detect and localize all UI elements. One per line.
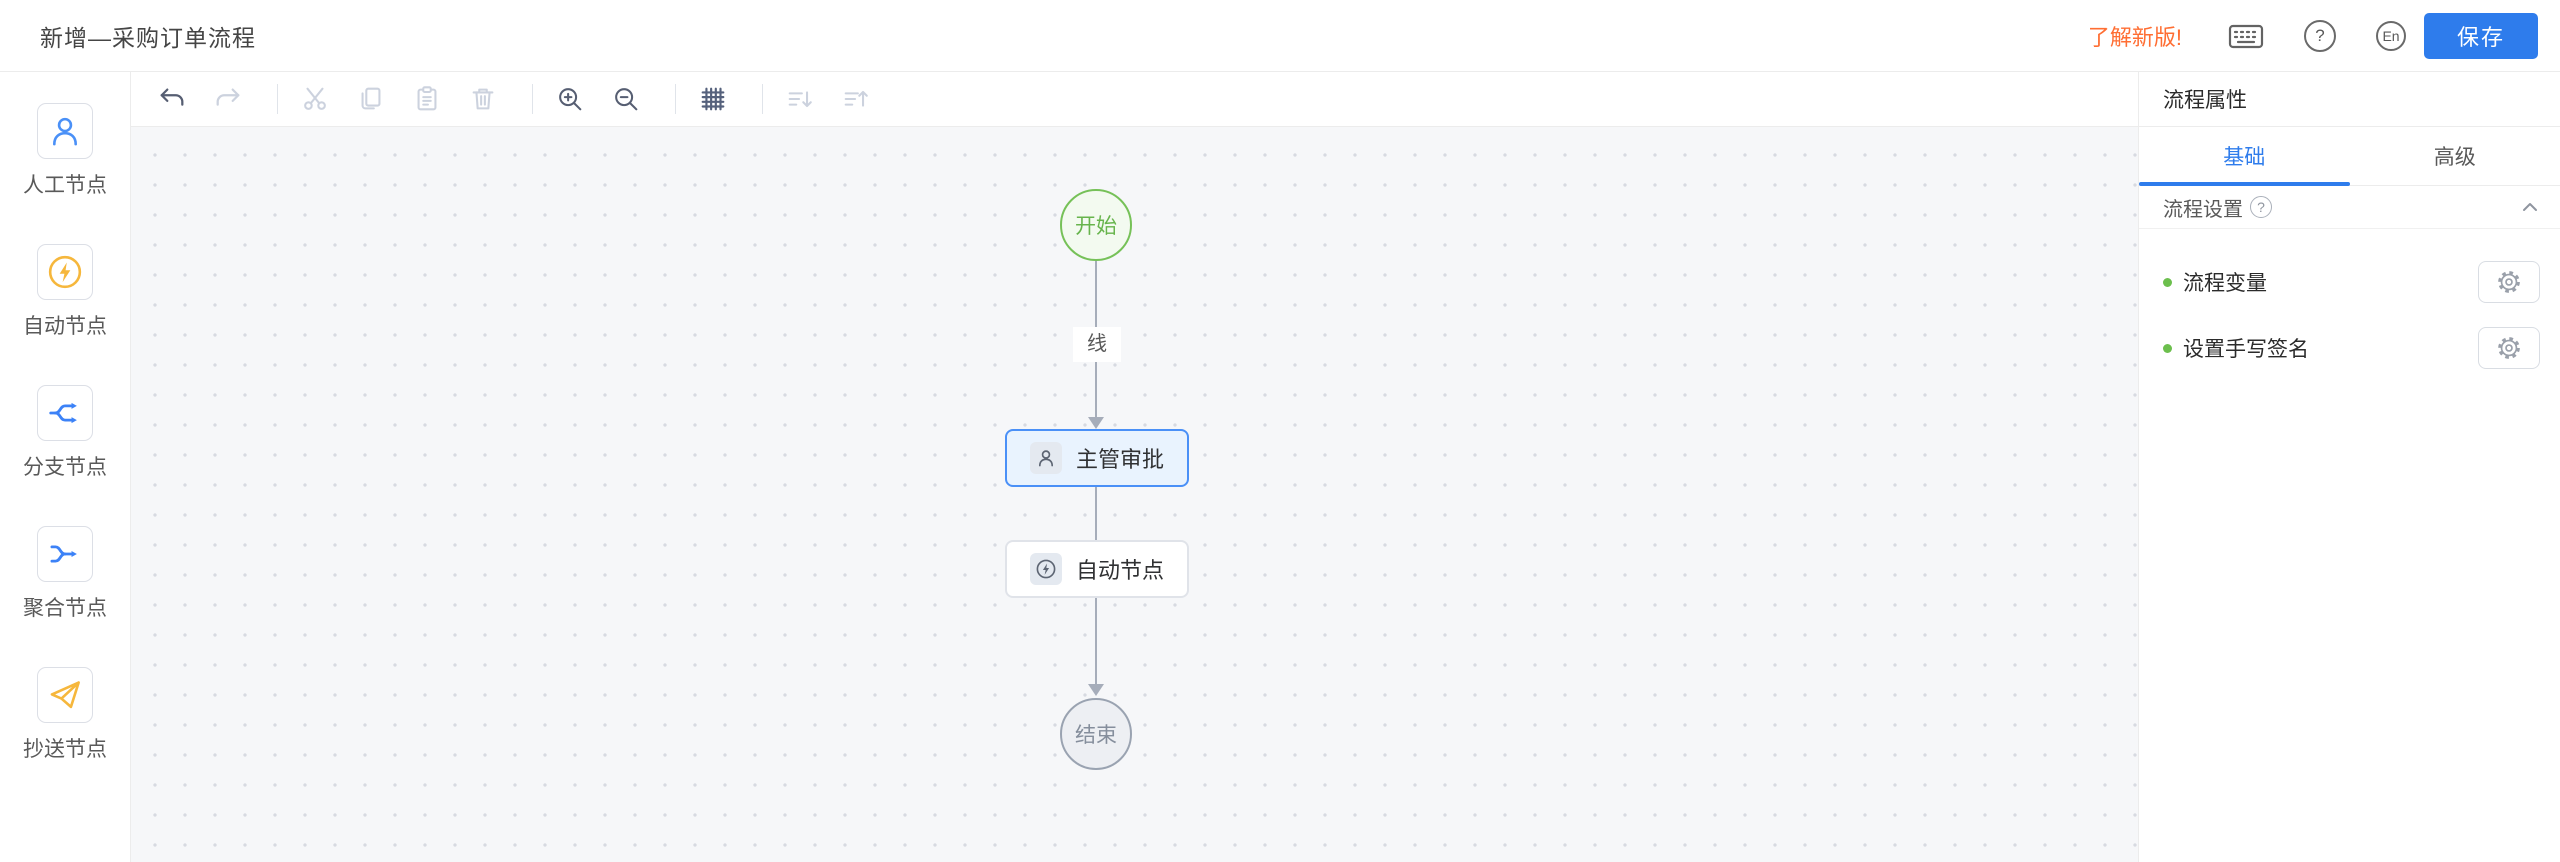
- sort-down-icon: [788, 91, 812, 108]
- zoom-in-button[interactable]: [555, 84, 585, 114]
- gear-icon: [2498, 271, 2520, 293]
- edge-label[interactable]: 线: [1073, 327, 1121, 362]
- toolbar-divider: [277, 84, 278, 114]
- save-button[interactable]: 保存: [2424, 12, 2538, 59]
- flow-edge-approval-auto: [1095, 487, 1097, 540]
- chevron-up-icon[interactable]: [2520, 200, 2540, 214]
- sort-down-button[interactable]: [785, 84, 815, 114]
- sort-up-button[interactable]: [841, 84, 871, 114]
- toolbar-divider: [532, 84, 533, 114]
- editor-main: 开始 线 主管审批 自动节点 结束: [131, 72, 2138, 862]
- question-circle-icon: ?: [2304, 19, 2336, 52]
- flow-node-start[interactable]: 开始: [1060, 189, 1132, 261]
- arrowhead-icon: [1088, 417, 1104, 429]
- flow-node-approval[interactable]: 主管审批: [1005, 429, 1189, 487]
- toolbar-divider: [762, 84, 763, 114]
- zoom-in-icon: [559, 88, 582, 111]
- section-title: 流程设置: [2163, 198, 2243, 221]
- keyboard-shortcuts-button[interactable]: [2228, 21, 2264, 51]
- person-icon: [53, 117, 77, 146]
- trash-icon: [472, 88, 494, 110]
- start-node-label: 开始: [1075, 215, 1117, 238]
- palette-item-cc-node[interactable]: 抄送节点: [23, 667, 107, 763]
- paste-button[interactable]: [412, 84, 442, 114]
- palette-item-auto-node[interactable]: 自动节点: [23, 244, 107, 340]
- canvas-toolbar: [131, 72, 2138, 127]
- help-button[interactable]: ?: [2304, 19, 2336, 52]
- node-palette: 人工节点 自动节点 分支节点: [0, 72, 131, 862]
- gear-icon: [2498, 337, 2520, 359]
- lightning-circle-icon: [48, 255, 82, 289]
- top-bar: 新增—采购订单流程 了解新版! ? En 保存: [0, 0, 2560, 72]
- paste-icon: [417, 86, 437, 111]
- auto-node-label: 自动节点: [1075, 558, 1164, 583]
- copy-button[interactable]: [356, 84, 386, 114]
- bullet-icon: [2163, 343, 2172, 353]
- cut-icon: [304, 87, 326, 110]
- undo-icon: [160, 88, 184, 106]
- page-title: 新增—采购订单流程: [40, 24, 256, 51]
- bullet-icon: [2163, 277, 2172, 287]
- palette-item-merge-node[interactable]: 聚合节点: [23, 526, 107, 622]
- panel-item-list: 流程变量 设置手写签名: [2139, 229, 2560, 381]
- merge-icon: [50, 545, 77, 563]
- grid-toggle-button[interactable]: [698, 84, 728, 114]
- flow-node-end[interactable]: 结束: [1060, 698, 1132, 770]
- flow-canvas[interactable]: 开始 线 主管审批 自动节点 结束: [131, 127, 2138, 862]
- panel-title: 流程属性: [2139, 72, 2560, 127]
- cut-button[interactable]: [300, 84, 330, 114]
- redo-icon: [216, 88, 240, 106]
- signature-settings-button[interactable]: [2478, 327, 2540, 369]
- branch-icon: [49, 402, 77, 424]
- process-variables-settings-button[interactable]: [2478, 261, 2540, 303]
- arrowhead-icon: [1088, 684, 1104, 696]
- flow-node-auto[interactable]: 自动节点: [1005, 540, 1189, 598]
- palette-item-manual-node[interactable]: 人工节点: [23, 103, 107, 199]
- panel-item-handwritten-signature: 设置手写签名: [2139, 315, 2560, 381]
- undo-button[interactable]: [157, 84, 187, 114]
- flow-edge-auto-end: [1095, 598, 1097, 688]
- grid-icon: [701, 87, 725, 111]
- lightning-circle-icon: [1036, 559, 1056, 579]
- tab-basic[interactable]: 基础: [2139, 127, 2350, 186]
- properties-panel: 流程属性 基础 高级 流程设置 ? 流程变量 设置手写签名: [2138, 72, 2560, 862]
- help-glyph: ?: [2315, 25, 2325, 45]
- delete-button[interactable]: [468, 84, 498, 114]
- redo-button[interactable]: [213, 84, 243, 114]
- learn-new-version-link[interactable]: 了解新版!: [2087, 24, 2182, 50]
- panel-tabs: 基础 高级: [2139, 127, 2560, 186]
- palette-item-branch-node[interactable]: 分支节点: [23, 385, 107, 481]
- language-label: En: [2382, 27, 2400, 44]
- approval-node-label: 主管审批: [1075, 447, 1164, 472]
- keyboard-icon: [2228, 24, 2264, 48]
- toolbar-divider: [675, 84, 676, 114]
- language-button[interactable]: En: [2376, 20, 2406, 51]
- end-node-label: 结束: [1075, 724, 1117, 747]
- zoom-out-button[interactable]: [611, 84, 641, 114]
- question-circle-icon[interactable]: ?: [2250, 196, 2272, 218]
- copy-icon: [361, 87, 381, 110]
- section-process-settings[interactable]: 流程设置 ?: [2139, 186, 2560, 229]
- panel-item-process-variables: 流程变量: [2139, 249, 2560, 315]
- language-en-icon: En: [2376, 20, 2406, 51]
- top-bar-actions: 了解新版! ? En 保存: [2087, 12, 2538, 59]
- tab-advanced[interactable]: 高级: [2433, 146, 2476, 169]
- person-icon: [1038, 450, 1053, 467]
- sort-up-icon: [844, 90, 868, 107]
- paper-plane-icon: [50, 681, 80, 709]
- zoom-out-icon: [615, 88, 638, 111]
